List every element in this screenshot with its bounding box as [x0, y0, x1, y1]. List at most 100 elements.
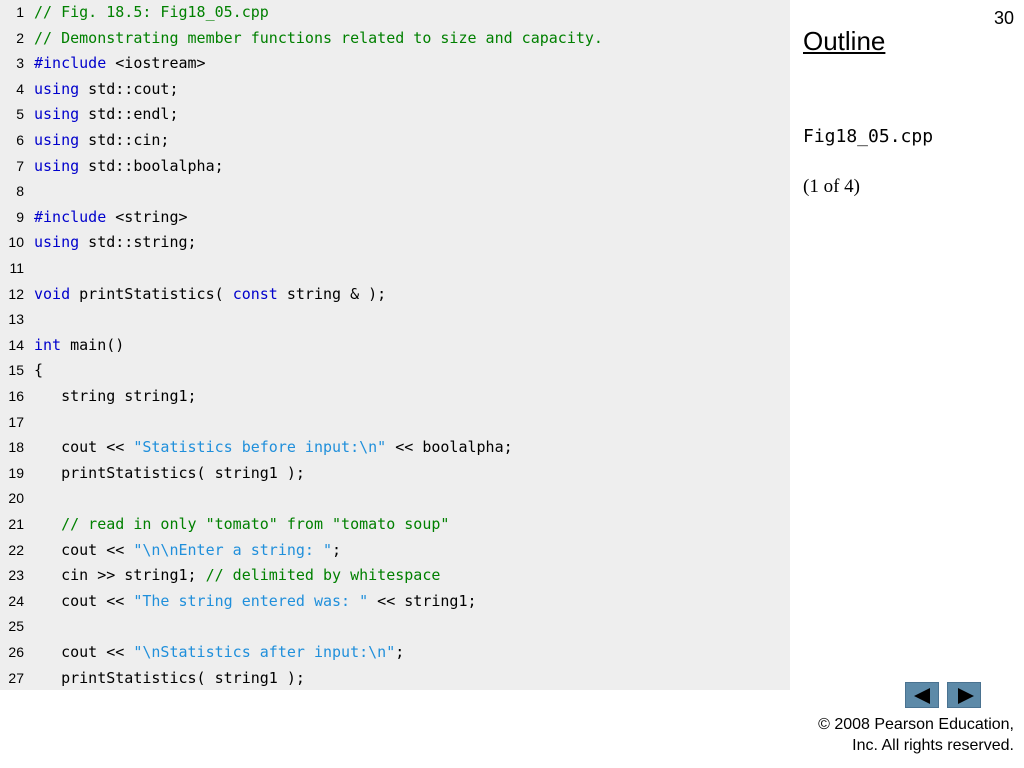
line-number: 19: [8, 464, 24, 481]
code-token: "Statistics before input:\n": [133, 438, 387, 457]
code-token: // Fig. 18.5: Fig18_05.cpp: [34, 3, 269, 21]
code-token: #include: [34, 54, 107, 73]
arrow-left-icon: [914, 688, 930, 704]
line-number: 14: [8, 336, 24, 353]
code-token: << boolalpha;: [386, 438, 513, 457]
copyright-notice: © 2008 Pearson Education, Inc. All right…: [818, 714, 1014, 756]
code-token: cout <<: [34, 540, 134, 559]
line-number: 25: [8, 618, 24, 635]
code-token: const: [232, 284, 278, 303]
code-text: #include <iostream>: [34, 51, 206, 76]
code-token: ;: [332, 540, 342, 559]
code-token: cin >> string1;: [34, 566, 206, 585]
code-token: cout <<: [34, 643, 134, 661]
code-text: cout << "Statistics before input:\n" << …: [34, 435, 513, 460]
code-token: // read in only "tomato" from "tomato so…: [34, 515, 450, 533]
next-slide-button[interactable]: [947, 682, 981, 708]
code-token: cout <<: [34, 438, 134, 457]
copyright-line-1: © 2008 Pearson Education,: [818, 716, 1014, 733]
line-number: 4: [16, 80, 24, 97]
code-token: << string1;: [368, 591, 477, 610]
code-token: ;: [395, 643, 405, 661]
code-text: void printStatistics( const string & );: [34, 282, 386, 307]
line-number: 7: [16, 157, 24, 174]
line-number: 27: [8, 669, 24, 686]
code-text: // Demonstrating member functions relate…: [34, 26, 603, 51]
line-number: 24: [8, 592, 24, 609]
line-number: 15: [8, 362, 24, 379]
code-token: std::cout;: [79, 79, 179, 98]
code-text: #include <string>: [34, 205, 188, 230]
code-token: <iostream>: [106, 54, 206, 73]
line-number: 18: [8, 439, 24, 456]
line-number: 8: [16, 183, 24, 200]
code-token: #include: [34, 207, 107, 226]
code-text: cout << "\nStatistics after input:\n";: [34, 640, 404, 665]
code-token: using: [34, 105, 80, 124]
code-token: std::cin;: [79, 131, 170, 149]
code-token: void: [34, 284, 71, 303]
code-token: int: [34, 335, 62, 354]
line-number: 9: [16, 208, 24, 225]
line-number: 1: [16, 4, 24, 20]
line-number: 11: [9, 260, 24, 276]
line-number: 10: [8, 234, 24, 251]
code-text: using std::cin;: [34, 128, 169, 153]
code-text: cin >> string1; // delimited by whitespa…: [34, 563, 440, 588]
copyright-line-2: Inc. All rights reserved.: [852, 737, 1014, 754]
line-number: 20: [8, 490, 24, 507]
code-token: std::endl;: [79, 105, 179, 124]
line-number: 26: [8, 644, 24, 660]
code-text: cout << "\n\nEnter a string: ";: [34, 538, 341, 563]
previous-slide-button[interactable]: [905, 682, 939, 708]
code-text: using std::string;: [34, 230, 197, 255]
code-token: printStatistics( string1 );: [34, 463, 305, 482]
code-text: using std::cout;: [34, 77, 179, 102]
code-text: using std::boolalpha;: [34, 154, 224, 179]
line-number: 16: [8, 388, 24, 404]
code-token: "The string entered was: ": [133, 591, 369, 610]
code-token: std::boolalpha;: [79, 156, 224, 175]
code-token: using: [34, 156, 80, 175]
code-token: {: [34, 361, 44, 380]
code-token: "\nStatistics after input:\n": [133, 643, 396, 661]
code-token: // Demonstrating member functions relate…: [34, 28, 603, 47]
line-number: 13: [8, 311, 24, 328]
code-token: using: [34, 233, 80, 252]
line-number: 5: [16, 106, 24, 123]
line-number: 6: [16, 132, 24, 148]
line-number: 12: [8, 285, 24, 302]
line-number: 17: [8, 413, 24, 430]
code-token: std::string;: [79, 233, 197, 252]
code-text: cout << "The string entered was: " << st…: [34, 589, 477, 614]
code-token: string & );: [277, 284, 387, 303]
code-text: using std::endl;: [34, 102, 179, 127]
code-text: string string1;: [34, 384, 197, 409]
code-token: using: [34, 79, 80, 98]
code-token: main(): [61, 335, 125, 354]
code-token: printStatistics(: [70, 284, 233, 303]
code-token: <string>: [106, 207, 188, 226]
code-token: // delimited by whitespace: [205, 566, 441, 585]
code-token: cout <<: [34, 591, 134, 610]
slide-number: 30: [993, 8, 1014, 28]
code-text: int main(): [34, 333, 124, 358]
code-text: // read in only "tomato" from "tomato so…: [34, 512, 449, 537]
line-number: 3: [16, 55, 24, 72]
code-listing: 1 // Fig. 18.5: Fig18_05.cpp 2 // Demonstra…: [0, 0, 790, 690]
line-number: 22: [8, 541, 24, 558]
line-number: 2: [16, 29, 24, 46]
code-token: printStatistics( string1 );: [34, 668, 305, 687]
line-number: 23: [8, 567, 24, 584]
code-token: "\n\nEnter a string: ": [133, 540, 333, 559]
code-token: string string1;: [34, 387, 197, 405]
page-indicator: (1 of 4): [803, 176, 860, 197]
code-text: // Fig. 18.5: Fig18_05.cpp: [34, 0, 269, 25]
outline-link[interactable]: Outline: [803, 26, 886, 56]
arrow-right-icon: [958, 688, 974, 704]
code-token: using: [34, 131, 80, 149]
code-text: printStatistics( string1 );: [34, 461, 305, 486]
file-name-label: Fig18_05.cpp: [803, 126, 934, 147]
code-text: printStatistics( string1 );: [34, 666, 305, 691]
code-text: {: [34, 358, 43, 383]
